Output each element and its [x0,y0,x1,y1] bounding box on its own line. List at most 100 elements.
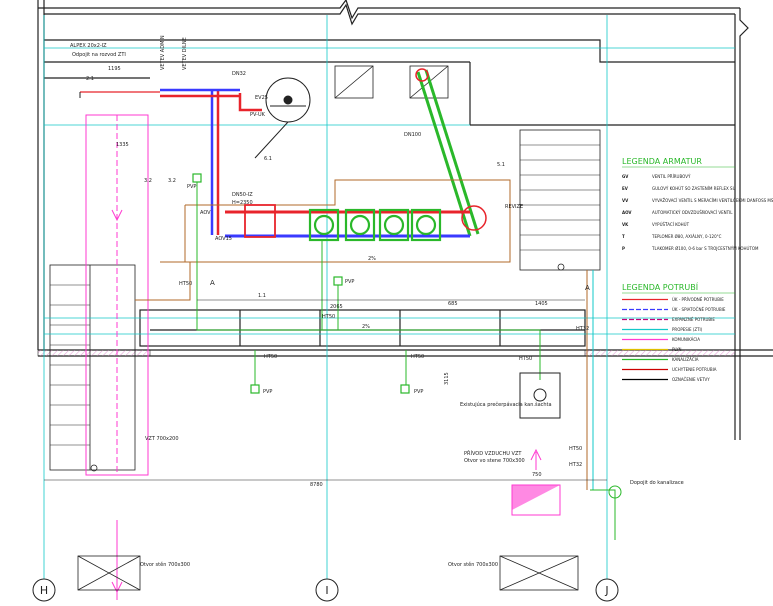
legend-armatur-code: T [622,234,625,239]
label-ht50-c: HT50 [264,354,277,360]
legend-armatur-text: AUTOMATICKÝ ODVZDUŠŇOVACÍ VENTIL [652,210,733,215]
diagonal-pipe-end [415,68,429,82]
legend-armatur-code: GV [622,174,629,179]
grid-label-h: H [40,584,48,597]
legend-armatur-items: GV VENTIL PŘÍRUBOVÝ EV GULOVÝ KOHÚT SO ZAST… [622,174,773,251]
label-privod: PŘÍVOD VZDUCHU VZT [464,449,522,457]
floor-drains [192,173,410,394]
legend-potrubi-text: ÚK - SPIATOČNÉ POTRUBIE [672,307,726,312]
circulation-pumps [308,208,442,242]
label-sec-a-left: A [210,279,215,287]
legend-potrubi-title: LEGENDA POTRUBÍ [622,281,699,292]
label-sec-a-right: A [585,284,590,292]
label-vzt-left: VZT 700x200 [145,436,179,442]
drain-lines [196,180,541,388]
label-aov: AOV [200,210,211,216]
label-h2350: H=2350 [232,200,253,206]
right-service-pipes [586,270,622,540]
legend-potrubi-text: ÚK - PŘÍVODNÉ POTRUBIE [672,297,724,302]
hatch-strip-right [584,349,736,357]
label-dn32: DN32 [232,71,246,77]
label-750: 750 [532,472,542,478]
legend-potrubi-items: ÚK - PŘÍVODNÉ POTRUBIE ÚK - SPIATOČNÉ POT… [622,297,726,382]
sump-chamber [519,372,561,419]
label-pvp-1: PVP [187,184,196,190]
grid-label-i: I [325,584,328,597]
label-685: 685 [448,301,458,307]
hatch-strip-left [37,349,151,357]
label-ev25: EV25 [255,95,268,101]
label-1195: 1195 [108,66,121,72]
label-ht50-b: HT50 [322,314,335,320]
diagonal-pipe-base [461,205,487,231]
legend-potrubi-text: KOMUNIKÁCIA [672,337,700,342]
dimension-lines [44,299,607,481]
room-back-wall-block [139,309,586,347]
legend-armatur-text: TEPLOMER Ø80, AXIÁLNY, 0-120°C [651,234,722,239]
legend-potrubi-text: PROPESIE (ZTI) [672,327,703,332]
legend-armatur-code: EV [622,186,629,191]
legend-armatur-text: TLAKOMER Ø100, 0-6 bar S TROJCESTNÝM KOH… [651,246,759,251]
legend-armatur-text: VENTIL PŘÍRUBOVÝ [652,174,691,179]
pump-manifold [225,204,470,242]
label-voda-admin: VETEV ADMIN [160,35,166,70]
label-32a: 3.2 [144,178,152,184]
label-voda-dilne: VETEV DILNE [182,37,188,70]
label-3115: 3115 [444,372,450,385]
supply-return-risers [79,88,262,235]
label-1335: 1335 [116,142,129,148]
label-dn50: DN50-IZ [232,192,253,198]
label-2065: 2065 [330,304,343,310]
annotations: ALPEX 20x2-IZ Odpojit na rozvod ZTI 1195… [70,35,684,568]
legend-armatur: LEGENDA ARMATUR GV VENTIL PŘÍRUBOVÝ EV GULO… [622,157,773,251]
legend-potrubi-text: EXPANZNÉ POTRUBIE [672,317,715,322]
bottom-openings [77,555,579,591]
top-outer-wall [38,0,740,20]
label-dopojit: Dopojit do kanalizace [630,480,684,486]
label-ht50-d: HT50 [411,354,424,360]
label-otvor-left: Otvor stěn 700x300 [140,561,190,568]
legend-armatur-code: VK [622,222,629,227]
grid-axes [43,15,735,580]
label-21: 2.1 [86,76,94,82]
label-odpojit: Odpojit na rozvod ZTI [72,52,126,58]
legend-potrubi-text: UCHYTENIE POTRUBIA [672,367,717,372]
label-8780: 8780 [310,482,323,488]
label-dn100: DN100 [404,132,421,138]
label-ht32-b: HT32 [569,462,582,468]
label-ht50-e: HT50 [519,356,532,362]
pump-frame [135,179,511,301]
legend-armatur-title: LEGENDA ARMATUR [622,157,702,166]
label-51: 5.1 [497,162,505,168]
legend-potrubi-text: KANALIZÁCIA [672,357,699,362]
label-pvuk: PV-UK [250,112,266,118]
label-ht50-f: HT50 [569,446,582,452]
grid-label-j: J [604,584,608,597]
legend-armatur-text: VYPÚŠŤACÍ KOHÚT [652,222,690,227]
label-alpex: ALPEX 20x2-IZ [70,43,107,49]
stairwell-left [49,264,136,472]
label-otvor-right: Otvor stěn 700x300 [448,561,498,568]
label-ht32-a: HT32 [576,326,589,332]
label-revize: REVIZE [505,204,523,210]
air-intake [511,448,561,516]
label-11: 1.1 [258,293,266,299]
stairwell-right [519,129,601,271]
legend-armatur-text: VYVAŽOVACÍ VENTIL S MERACÍMI VENTILČEKMI… [652,198,773,203]
label-2pct-b: 2% [368,256,376,262]
label-aov15: AOV15 [215,236,232,242]
upper-right-room [470,39,735,63]
label-1405: 1405 [535,301,548,307]
legend-armatur-text: GULOVÝ KOHÚT SO ZASTENÍM REFLEX SU [652,186,736,191]
label-2pct-a: 2% [362,324,370,330]
legend-potrubi-text: PLYN [672,347,682,352]
label-pvp-4: PVP [414,389,423,395]
label-61: 6.1 [264,156,272,162]
legend-armatur-code: VV [622,198,629,203]
legend-potrubi-text: OZNAČENIE VETVY [672,377,710,382]
legend-armatur-code: AOV [622,210,632,215]
label-32b: 3.2 [168,178,176,184]
label-ht50-a: HT50 [179,281,192,287]
label-pvp-2: PVP [345,279,354,285]
